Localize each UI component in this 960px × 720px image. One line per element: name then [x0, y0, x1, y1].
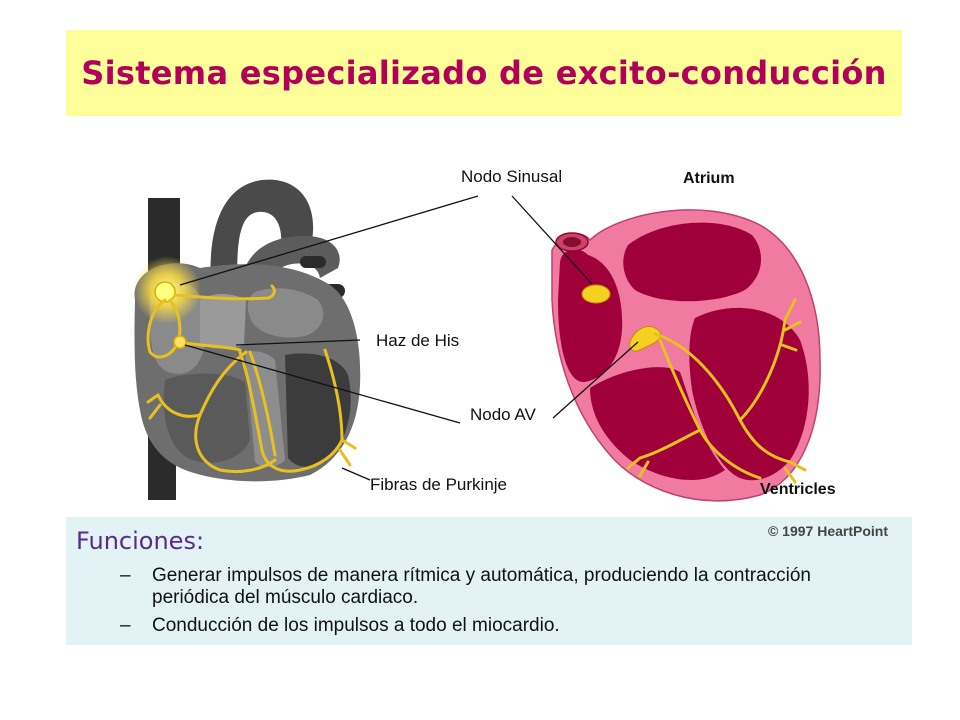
- copyright-notice: © 1997 HeartPoint: [767, 523, 888, 539]
- vena-cava-lumen: [563, 237, 581, 247]
- conduction-paths-left: [146, 284, 357, 474]
- pulmonary-vein-top: [300, 256, 326, 268]
- function-text: Conducción de los impulsos a todo el mio…: [152, 615, 560, 636]
- right-ventricle: [163, 373, 250, 463]
- grey-heart: [134, 179, 361, 500]
- list-dash: –: [120, 615, 131, 636]
- title-banner: Sistema especializado de excito-conducci…: [66, 30, 902, 116]
- leader-lines: [179, 195, 639, 481]
- atrium-left: [623, 222, 762, 302]
- label-nodo-sinusal: Nodo Sinusal: [461, 167, 563, 186]
- leader-haz-de-his: [235, 339, 361, 346]
- label-haz-de-his: Haz de His: [376, 331, 460, 350]
- atrium-right: [558, 249, 623, 383]
- page-title: Sistema especializado de excito-conducci…: [81, 54, 887, 92]
- list-dash: –: [120, 565, 131, 586]
- functions-title: Funciones:: [76, 527, 205, 555]
- leader-nodo-av-left: [184, 344, 461, 424]
- av-node-right: [629, 326, 662, 352]
- pink-heart: [551, 209, 821, 502]
- label-nodo-av: Nodo AV: [470, 405, 536, 424]
- function-text: Generar impulsos de manera rítmica y aut…: [152, 565, 811, 608]
- left-atrium: [247, 288, 324, 338]
- sa-node-right: [581, 284, 611, 304]
- ventricle-right: [590, 367, 725, 481]
- leader-nodo-sinusal-right: [511, 195, 593, 285]
- leader-nodo-av-right: [552, 341, 639, 419]
- label-fibras-purkinje: Fibras de Purkinje: [370, 475, 508, 494]
- functions-list: – Generar impulsos de manera rítmica y a…: [120, 565, 880, 643]
- valve-area: [200, 294, 246, 349]
- leader-purkinje: [341, 467, 371, 481]
- functions-panel: Funciones: © 1997 HeartPoint – Generar i…: [66, 517, 912, 645]
- leader-nodo-sinusal-left: [179, 195, 479, 286]
- sa-node-left: [154, 281, 176, 303]
- label-atrium: Atrium: [683, 170, 735, 187]
- label-ventricles: Ventricles: [760, 481, 836, 498]
- list-item: – Conducción de los impulsos a todo el m…: [120, 615, 880, 637]
- conduction-paths-right: [626, 298, 807, 484]
- list-item: – Generar impulsos de manera rítmica y a…: [120, 565, 880, 609]
